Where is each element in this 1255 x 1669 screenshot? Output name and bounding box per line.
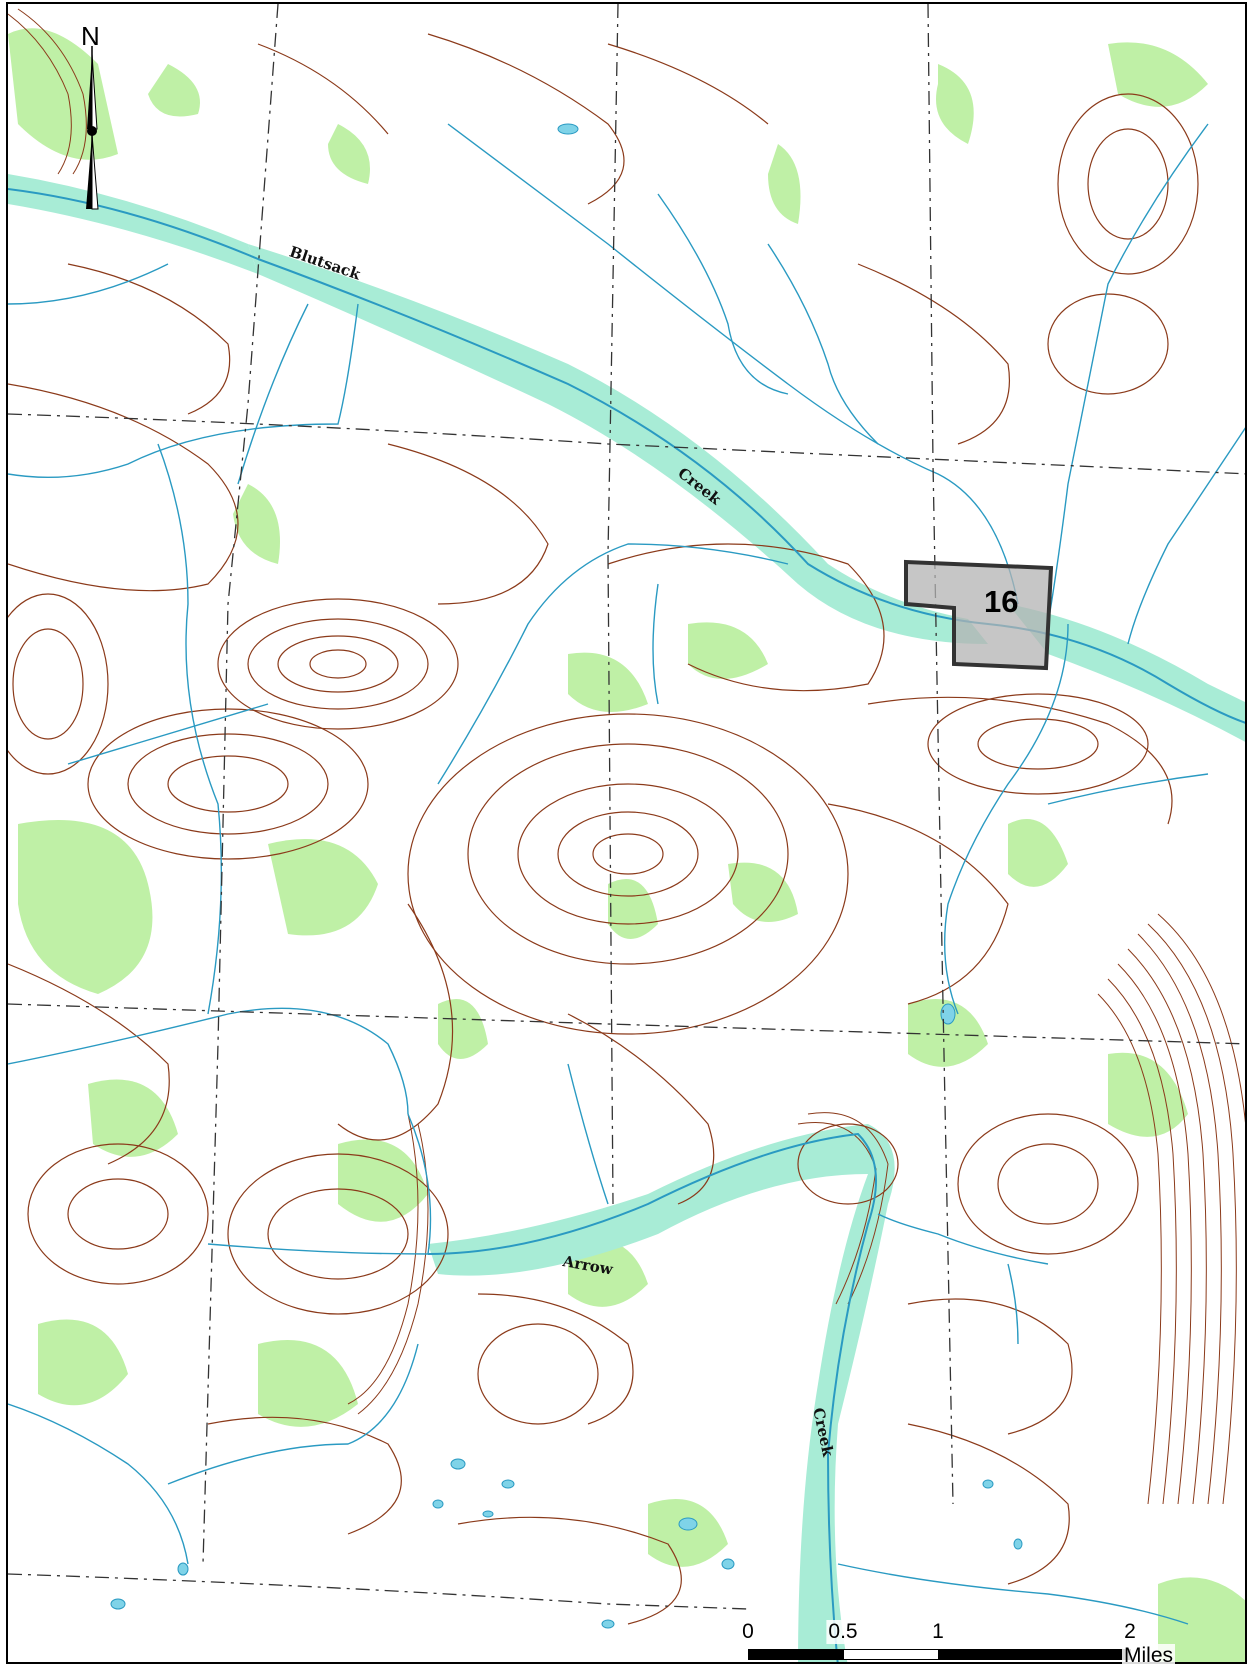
scale-bar: 0 0.5 1 2 Miles: [740, 1620, 1244, 1668]
map-canvas: [8, 4, 1245, 1662]
parcel-label: 16: [984, 584, 1019, 619]
north-arrow-icon: [86, 46, 99, 210]
north-label: N: [81, 21, 100, 51]
scale-tick-1: 1: [930, 1620, 946, 1644]
vegetation-layer: [8, 28, 1245, 1662]
scale-unit: Miles: [1122, 1644, 1176, 1668]
ridge-contours: [8, 8, 1245, 1505]
pond-layer: [110, 123, 1023, 1629]
section-grid: [8, 4, 1245, 1610]
scale-segment-1: [748, 1649, 844, 1660]
topographic-map[interactable]: N 16 Blutsack Creek Arrow Creek: [6, 2, 1247, 1664]
scale-segment-2: [843, 1649, 939, 1660]
stream-layer: [8, 123, 1245, 1662]
scale-segment-3: [938, 1649, 1131, 1660]
scale-tick-0: 0: [740, 1620, 756, 1644]
parcel-16-polygon[interactable]: [904, 559, 1054, 671]
contour-layer: [8, 33, 1199, 1625]
scale-tick-0.5: 0.5: [826, 1620, 860, 1644]
scale-tick-2: 2: [1122, 1620, 1138, 1644]
